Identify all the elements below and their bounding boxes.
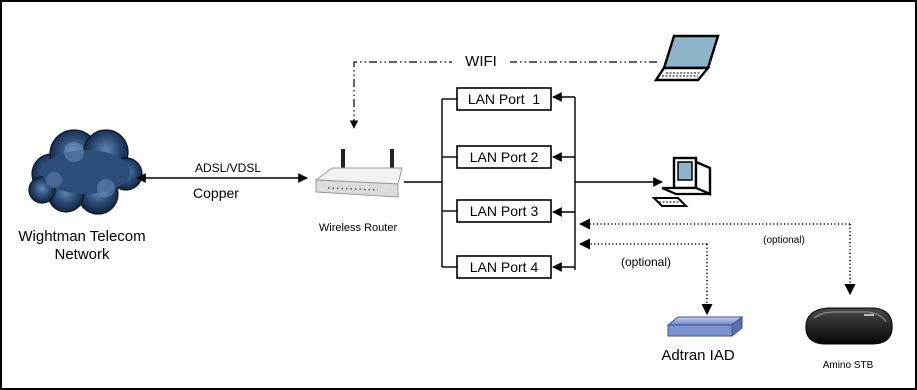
adtran-label: Adtran IAD bbox=[661, 347, 735, 364]
cloud-icon bbox=[28, 129, 143, 215]
lan-port-3: LAN Port 3 bbox=[456, 199, 552, 223]
lan-port-4-label: LAN Port 4 bbox=[470, 259, 539, 275]
laptop-icon bbox=[653, 34, 720, 82]
lan-port-4: LAN Port 4 bbox=[456, 255, 552, 279]
adtran-iad-icon bbox=[666, 315, 744, 338]
lan-port-2-label: LAN Port 2 bbox=[470, 149, 539, 165]
lan-port-1: LAN Port 1 bbox=[456, 87, 552, 111]
wireless-router-icon bbox=[314, 149, 403, 198]
optional-label-port3: (optional) bbox=[763, 235, 805, 246]
lan-port-2: LAN Port 2 bbox=[456, 145, 552, 169]
desktop-computer-icon bbox=[651, 156, 712, 207]
wifi-link bbox=[349, 61, 657, 129]
lan-port-1-label: LAN Port 1 bbox=[468, 91, 541, 107]
lan-port-3-label: LAN Port 3 bbox=[470, 203, 539, 219]
amino-label: Amino STB bbox=[823, 360, 874, 371]
router-label: Wireless Router bbox=[319, 222, 398, 234]
link-type-label: ADSL/VDSL bbox=[195, 161, 261, 175]
wifi-label-bg bbox=[452, 49, 510, 69]
network-label-line1: Wightman Telecom bbox=[18, 228, 145, 245]
network-label-line2: Network bbox=[54, 246, 110, 263]
amino-stb-icon bbox=[805, 307, 893, 345]
optional-label-port4: (optional) bbox=[621, 255, 671, 269]
wifi-label: WIFI bbox=[465, 53, 497, 70]
link-medium-label: Copper bbox=[193, 185, 239, 201]
